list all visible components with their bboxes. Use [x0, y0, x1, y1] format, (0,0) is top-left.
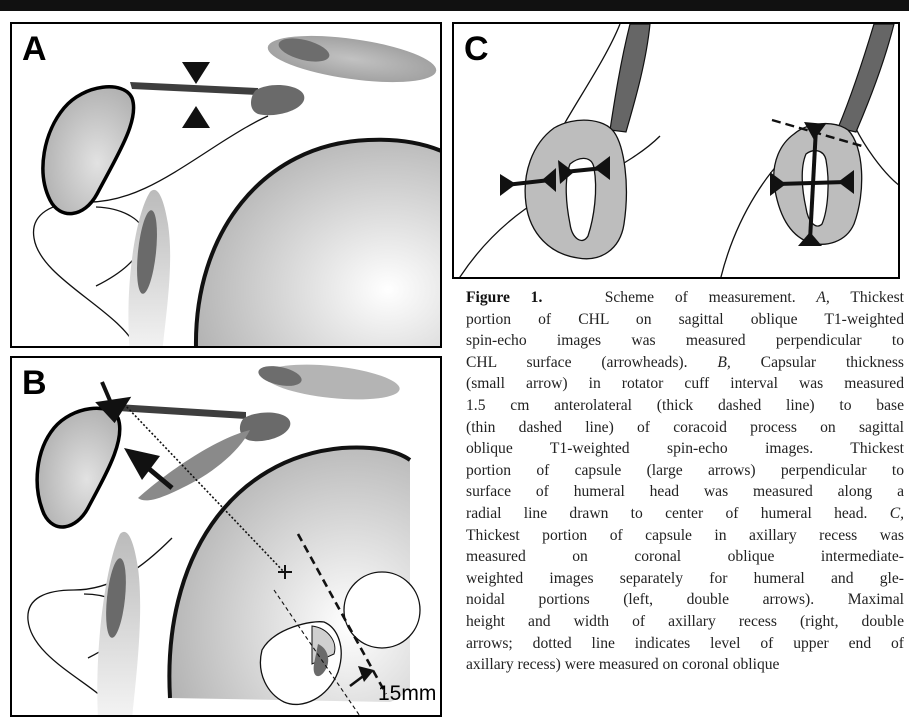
caption-line: Thickest portion of capsule in axillary … — [466, 525, 904, 547]
figure-label: Figure 1. — [466, 289, 542, 306]
coracoid-process — [37, 408, 120, 527]
arrowhead-top — [182, 62, 210, 84]
inset-measure-label: 15mm — [378, 682, 436, 706]
caption-line: oblique T1-weighted spin-echo images. Th… — [466, 438, 904, 460]
chl-ligament — [130, 82, 258, 95]
panel-b-label: B — [22, 366, 47, 400]
panel-b-drawing — [12, 358, 442, 717]
caption-line: surface of humeral head was measured alo… — [466, 481, 904, 503]
panel-a-drawing — [12, 24, 442, 348]
caption-line: weighted images separately for humeral a… — [466, 568, 904, 590]
caption-line: height and width of axillary recess (rig… — [466, 611, 904, 633]
panel-b: B 15mm — [10, 356, 442, 717]
caption-line: arrows; dotted line indicates level of u… — [466, 633, 904, 655]
coracoid-process — [43, 87, 134, 214]
acromion — [265, 27, 439, 90]
caption-line: spin-echo images was measured perpendicu… — [466, 330, 904, 352]
caption-line: measured on coronal oblique intermediate… — [466, 546, 904, 568]
arrowhead-bottom — [182, 106, 210, 128]
panel-a: A — [10, 22, 442, 348]
caption-line: portion of capsule (large arrows) perpen… — [466, 460, 904, 482]
caption-line: portion of CHL on sagittal oblique T1-we… — [466, 309, 904, 331]
caption-line: noidal portions (left, double arrows). M… — [466, 589, 904, 611]
caption-line-1: Figure 1. Scheme of measurement. A, Thic… — [466, 287, 904, 309]
caption-line: (small arrow) in rotator cuff interval w… — [466, 373, 904, 395]
caption-line: radial line drawn to center of humeral h… — [466, 503, 904, 525]
caption-line: 1.5 cm anterolateral (thick dashed line)… — [466, 395, 904, 417]
top-rule — [0, 0, 909, 11]
panel-c-drawing — [454, 24, 900, 279]
ligament-attachment — [251, 85, 304, 115]
humeral-head — [196, 140, 442, 348]
rotator-capsule — [138, 430, 250, 500]
caption-line: CHL surface (arrowheads). B, Capsular th… — [466, 352, 904, 374]
caption-line: axillary recess) were measured on corona… — [466, 654, 904, 676]
caption-line: (thin dashed line) of coracoid process o… — [466, 417, 904, 439]
tendon-right — [838, 24, 894, 132]
panel-a-label: A — [22, 32, 47, 66]
panel-c-label: C — [464, 32, 489, 66]
figure-caption: Figure 1. Scheme of measurement. A, Thic… — [466, 287, 904, 676]
panel-c: C — [452, 22, 900, 279]
tendon-left — [610, 24, 650, 132]
axillary-recess-right — [720, 24, 900, 279]
